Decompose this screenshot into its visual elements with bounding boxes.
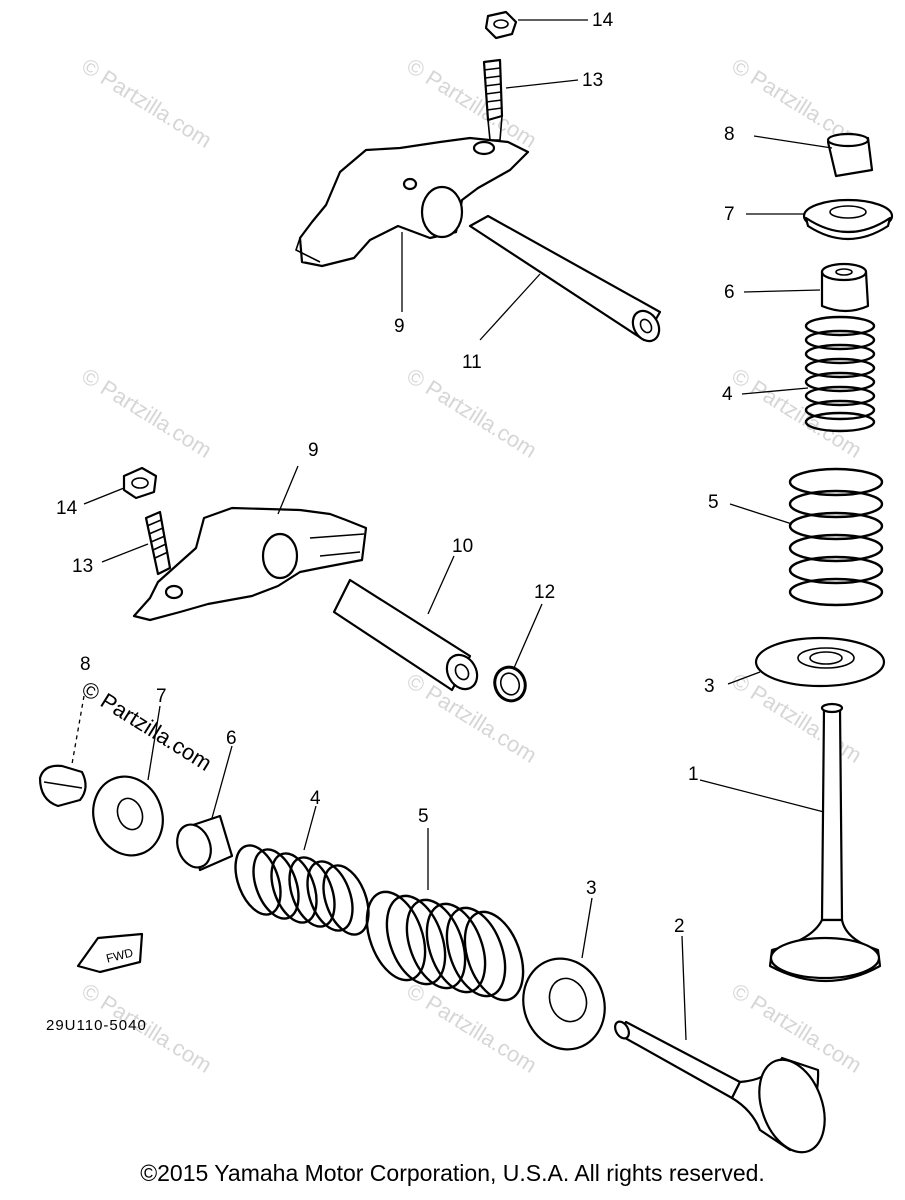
outer-spring-left bbox=[365, 890, 525, 1002]
watermark-text: © Partzilla.com bbox=[77, 363, 216, 463]
label-8-left: 8 bbox=[80, 654, 91, 675]
label-7-left: 7 bbox=[156, 686, 167, 707]
label-6-left: 6 bbox=[226, 728, 237, 749]
label-13-top: 13 bbox=[582, 70, 603, 91]
label-12: 12 bbox=[534, 582, 555, 603]
o-ring bbox=[493, 665, 527, 703]
label-3-left: 3 bbox=[586, 878, 597, 899]
label-3-right: 3 bbox=[704, 676, 715, 697]
spring-seat-right bbox=[754, 636, 886, 688]
valve-right bbox=[768, 702, 882, 982]
label-1: 1 bbox=[688, 764, 699, 785]
inner-spring-right bbox=[804, 315, 876, 433]
watermark-text-dark: © Partzilla.com bbox=[77, 676, 216, 776]
valve-left bbox=[614, 1020, 826, 1154]
label-13-left: 13 bbox=[72, 556, 93, 577]
rocker-shaft-mid bbox=[332, 578, 472, 692]
label-6-right: 6 bbox=[724, 282, 735, 303]
spring-retainer-left bbox=[92, 775, 164, 857]
label-4-left: 4 bbox=[310, 788, 321, 809]
valve-cotter-left bbox=[38, 764, 87, 808]
locknut-left bbox=[122, 466, 158, 500]
label-9-mid: 9 bbox=[308, 440, 319, 461]
label-4-right: 4 bbox=[722, 384, 733, 405]
label-7-right: 7 bbox=[724, 204, 735, 225]
rocker-arm-top bbox=[298, 136, 530, 268]
label-9-top: 9 bbox=[394, 316, 405, 337]
watermark-text: © Partzilla.com bbox=[402, 363, 541, 463]
rocker-arm-mid bbox=[132, 506, 368, 622]
leader-lines bbox=[71, 19, 833, 1041]
label-5-left: 5 bbox=[418, 806, 429, 827]
copyright-notice: ©2015 Yamaha Motor Corporation, U.S.A. A… bbox=[140, 1160, 765, 1186]
adjusting-screw-left bbox=[144, 510, 172, 576]
fwd-arrow-icon: FWD bbox=[76, 932, 144, 974]
label-2: 2 bbox=[674, 916, 685, 937]
watermark-text: © Partzilla.com bbox=[77, 53, 216, 153]
watermark-text: © Partzilla.com bbox=[402, 978, 541, 1078]
spring-seat-left bbox=[522, 957, 606, 1051]
label-5-right: 5 bbox=[708, 492, 719, 513]
rocker-shaft-top bbox=[468, 214, 662, 342]
bottom-valve-stack bbox=[38, 764, 826, 1154]
label-8-right: 8 bbox=[724, 124, 735, 145]
diagram-code: 29U110-5040 bbox=[46, 1017, 147, 1034]
outer-spring-right bbox=[788, 467, 884, 607]
part-labels: 14 13 9 11 8 7 6 4 5 3 1 9 14 13 10 12 8… bbox=[56, 10, 735, 937]
label-14-top: 14 bbox=[592, 10, 614, 31]
top-rocker-assembly bbox=[295, 10, 662, 343]
middle-rocker-assembly bbox=[122, 466, 527, 703]
right-valve-stack bbox=[754, 132, 894, 982]
stem-seal-right bbox=[820, 270, 870, 313]
label-14-left: 14 bbox=[56, 498, 78, 519]
fwd-label: FWD bbox=[105, 945, 135, 965]
locknut-top bbox=[484, 10, 518, 40]
label-11: 11 bbox=[462, 352, 482, 373]
inner-spring-left bbox=[234, 844, 370, 936]
label-10: 10 bbox=[452, 536, 473, 557]
